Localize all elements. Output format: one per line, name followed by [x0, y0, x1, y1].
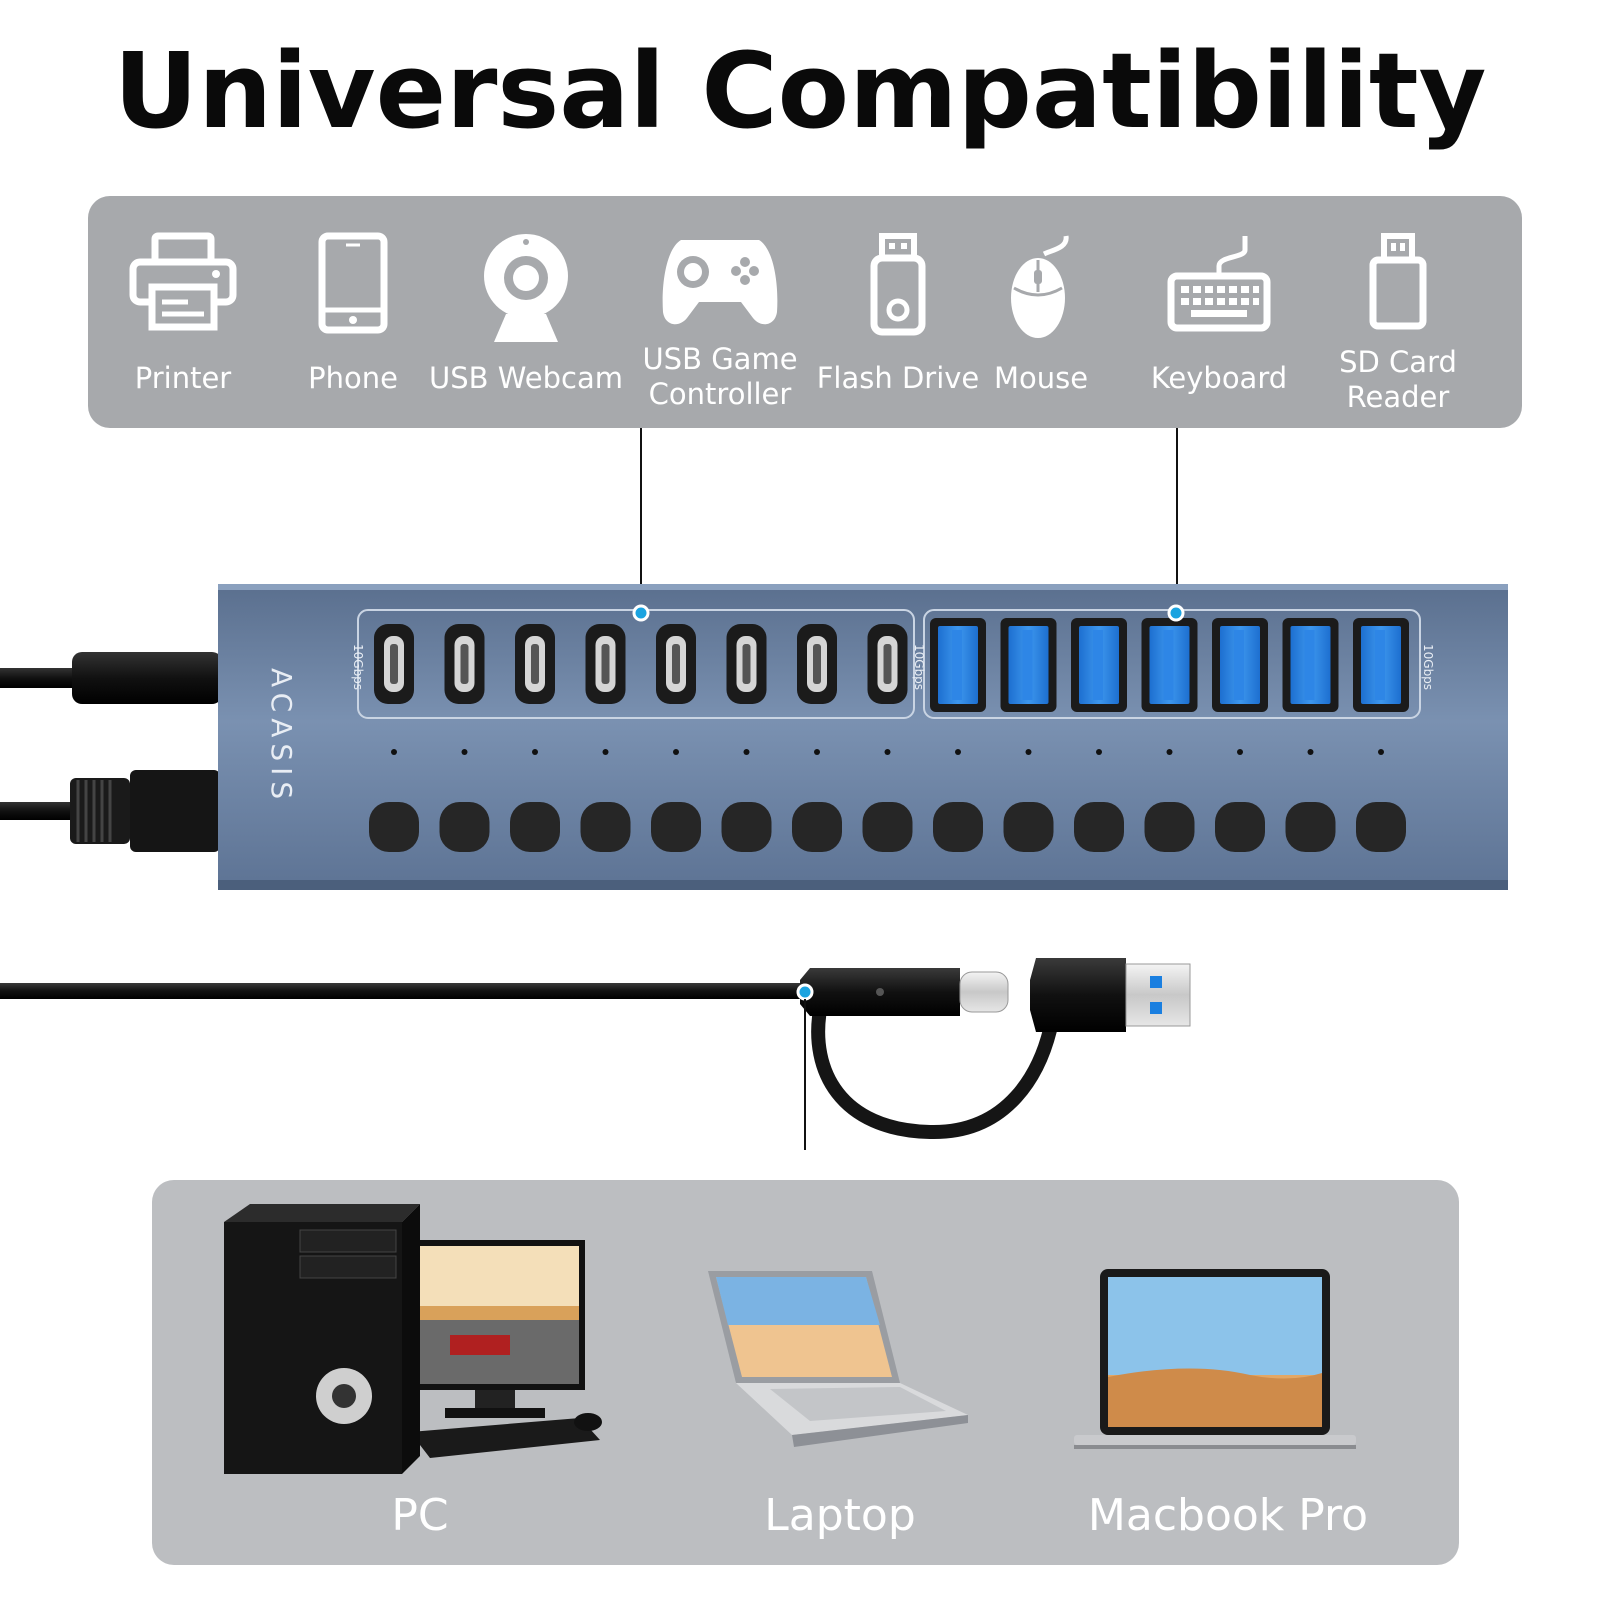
- usb-c-port[interactable]: [726, 624, 767, 704]
- port-led: [673, 749, 679, 755]
- usb-c-port[interactable]: [867, 624, 908, 704]
- laptop-icon: [708, 1271, 968, 1447]
- usb-c-port[interactable]: [656, 624, 696, 704]
- usb-a-port[interactable]: [930, 618, 986, 712]
- device-label: Flash Drive: [816, 361, 980, 395]
- port-led: [1378, 749, 1384, 755]
- port-led: [1307, 749, 1314, 755]
- device-label: USB Webcam: [429, 361, 623, 395]
- port-switch-button[interactable]: [1285, 802, 1336, 852]
- usb-a-speed-label: 10Gbps: [912, 644, 926, 690]
- usb-a-port[interactable]: [1212, 618, 1268, 712]
- port-switch-button[interactable]: [1074, 802, 1124, 852]
- usb-c-port[interactable]: [585, 624, 626, 704]
- port-led: [814, 749, 820, 755]
- usb-c-cable: [0, 652, 222, 704]
- port-switch-button[interactable]: [1215, 802, 1265, 852]
- device-printer: Printer: [88, 196, 278, 428]
- usb-a-port[interactable]: [1353, 618, 1409, 712]
- macbook-icon: [1074, 1269, 1356, 1449]
- port-switch-button[interactable]: [933, 802, 983, 852]
- gamepad-icon: [662, 240, 778, 325]
- device-keyboard: Keyboard: [1124, 196, 1314, 428]
- keyboard-icon: [1167, 236, 1271, 332]
- port-led: [743, 749, 750, 755]
- phone-icon: [318, 232, 388, 334]
- webcam-icon: [484, 234, 568, 342]
- host-label-laptop: Laptop: [764, 1490, 916, 1541]
- connector-line: [1176, 428, 1178, 614]
- device-label: SD Card Reader: [1339, 345, 1457, 414]
- port-switch-button[interactable]: [439, 802, 490, 852]
- dc-power-cable: [0, 770, 220, 852]
- device-flash-drive: Flash Drive: [803, 196, 993, 428]
- flash-drive-icon: [870, 233, 926, 336]
- usb-a-port[interactable]: [1141, 618, 1198, 712]
- usb-a-port[interactable]: [1282, 618, 1339, 712]
- page-title: Universal Compatibility: [113, 30, 1487, 152]
- port-led: [884, 749, 891, 755]
- mouse-icon: [1011, 235, 1069, 338]
- port-switch-button[interactable]: [792, 802, 842, 852]
- device-game-controller: USB Game Controller: [625, 196, 815, 428]
- usb-hub: ACASIS 10Gbps 10Gbps 10Gbps: [0, 584, 1508, 890]
- port-led: [1025, 749, 1032, 755]
- device-label: Printer: [134, 361, 232, 395]
- device-sd-card-reader: SD Card Reader: [1303, 196, 1493, 428]
- printer-icon: [129, 232, 237, 331]
- device-label: Mouse: [993, 361, 1089, 395]
- port-led: [461, 749, 468, 755]
- usb-c-port[interactable]: [444, 624, 485, 704]
- device-phone: Phone: [258, 196, 448, 428]
- usb-a-port[interactable]: [1000, 618, 1057, 712]
- usb-c-port[interactable]: [797, 624, 837, 704]
- host-label-pc: PC: [391, 1490, 449, 1541]
- port-switch-button[interactable]: [1144, 802, 1195, 852]
- device-label: Phone: [308, 361, 398, 395]
- port-led: [1096, 749, 1102, 755]
- port-switch-button[interactable]: [862, 802, 913, 852]
- pc-icon: [224, 1204, 602, 1474]
- connector-line: [640, 428, 642, 614]
- usb-c-speed-label: 10Gbps: [351, 644, 365, 690]
- usb-c-port[interactable]: [374, 624, 414, 704]
- device-label: USB Game Controller: [642, 342, 798, 411]
- port-led: [391, 749, 397, 755]
- port-led: [602, 749, 609, 755]
- port-switch-button[interactable]: [1356, 802, 1406, 852]
- port-switch-button[interactable]: [369, 802, 419, 852]
- usb-a-speed-label-right: 10Gbps: [1421, 644, 1435, 690]
- usb-c-port[interactable]: [515, 624, 555, 704]
- port-switch-button[interactable]: [580, 802, 631, 852]
- port-switch-button[interactable]: [510, 802, 560, 852]
- device-mouse: Mouse: [946, 196, 1136, 428]
- port-switch-button[interactable]: [721, 802, 772, 852]
- device-webcam: USB Webcam: [429, 196, 623, 428]
- device-label: Keyboard: [1150, 361, 1288, 395]
- port-switch-button[interactable]: [651, 802, 701, 852]
- port-led: [1237, 749, 1243, 755]
- usb-a-connection-dot: [1167, 604, 1185, 622]
- port-switch-button[interactable]: [1003, 802, 1054, 852]
- sd-card-reader-icon: [1369, 233, 1427, 330]
- hub-brand: ACASIS: [265, 668, 298, 805]
- host-label-macbook: Macbook Pro: [1087, 1490, 1369, 1541]
- usb-c-connection-dot: [632, 604, 650, 622]
- host-cable: [0, 958, 1191, 1150]
- devices-panel: Printer Phone USB Webcam: [88, 196, 1522, 428]
- port-led: [1166, 749, 1173, 755]
- usb-a-port[interactable]: [1071, 618, 1127, 712]
- port-led: [955, 749, 961, 755]
- port-led: [532, 749, 538, 755]
